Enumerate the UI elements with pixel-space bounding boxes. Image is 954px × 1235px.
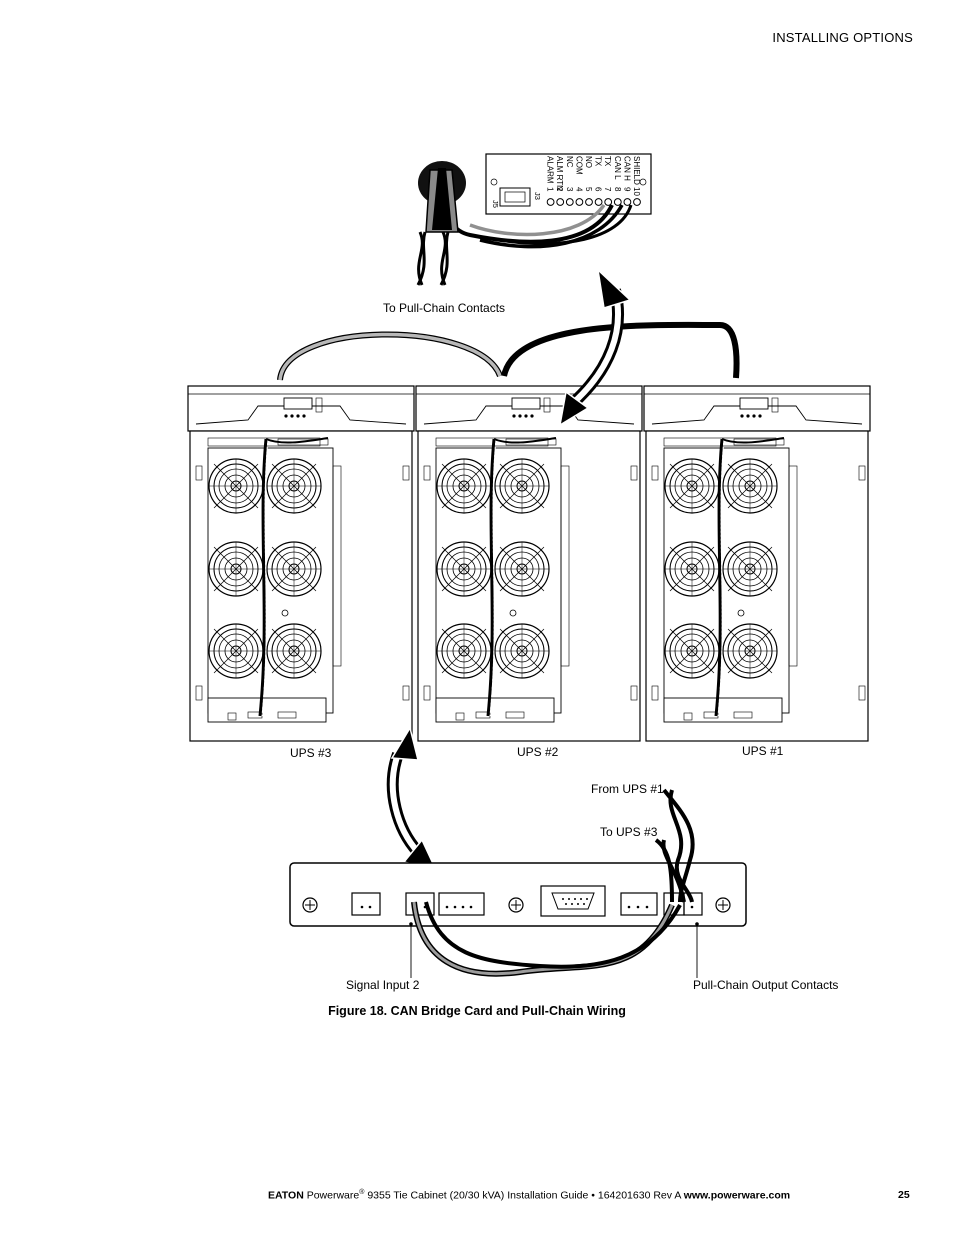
terminal-pin-number: 4 — [574, 187, 583, 192]
lower-double-arrow — [386, 726, 438, 872]
footer: EATON Powerware® 9355 Tie Cabinet (20/30… — [268, 1189, 790, 1202]
terminal-pin — [585, 198, 593, 206]
label-ups3: UPS #3 — [290, 746, 332, 760]
label-to-ups3: To UPS #3 — [600, 825, 658, 839]
upper-double-arrow — [558, 267, 632, 427]
footer-title: 9355 Tie Cabinet (20/30 kVA) Installatio… — [364, 1189, 684, 1202]
footer-brand: EATON — [268, 1189, 304, 1202]
terminal-pin — [565, 198, 574, 206]
terminal-pin-number: 3 — [565, 187, 574, 192]
terminal-pin — [575, 198, 584, 206]
terminal-pin-label: SHIELD — [632, 156, 641, 185]
terminal-pin-label: COM — [574, 156, 583, 175]
terminal-pin-number: 2 — [555, 187, 564, 192]
can-cable-gray — [277, 331, 503, 381]
terminal-pin-label: TX — [594, 156, 603, 167]
terminal-pin-number: 9 — [622, 187, 631, 192]
terminal-pin-label: ALARM — [546, 156, 555, 184]
figure-caption: Figure 18. CAN Bridge Card and Pull-Chai… — [328, 1004, 626, 1018]
terminal-pin-number: 5 — [584, 187, 593, 192]
label-from-ups1: From UPS #1 — [591, 782, 664, 796]
terminal-pin-number: 10 — [632, 187, 641, 196]
page-number: 25 — [898, 1189, 910, 1201]
terminal-pin — [623, 198, 632, 206]
ups-2-cabinet — [416, 386, 642, 741]
section-header: INSTALLING OPTIONS — [772, 30, 913, 45]
terminal-pin-number: 8 — [613, 187, 622, 192]
terminal-pin-number: 7 — [603, 187, 612, 192]
terminal-pin — [556, 198, 565, 206]
label-pull-chain-contacts: To Pull-Chain Contacts — [383, 301, 506, 315]
terminal-pin-label: ALM RTN — [555, 156, 564, 191]
terminal-pin-label: NO — [584, 156, 593, 168]
ups-1-cabinet — [644, 386, 870, 741]
footer-product: Powerware — [306, 1189, 360, 1202]
footer-reg: ® — [359, 1189, 365, 1196]
j3-label: J3 — [533, 192, 542, 200]
j5-label: J5 — [491, 200, 500, 208]
terminal-pin-label: CAN L — [613, 156, 622, 180]
terminal-pin — [594, 198, 603, 206]
terminal-pin-label: NC — [565, 156, 574, 168]
terminal-pin — [613, 198, 622, 206]
label-signal-input: Signal Input 2 — [346, 978, 420, 992]
ups-3-cabinet — [188, 386, 414, 741]
terminal-pin-label: CAN H — [622, 156, 631, 181]
terminal-pin — [546, 198, 555, 206]
terminal-pin — [604, 198, 613, 206]
can-bridge-card — [289, 862, 747, 927]
terminal-pin-label: TX — [603, 156, 612, 167]
label-ups2: UPS #2 — [517, 745, 559, 759]
can-cable-black — [501, 321, 740, 379]
label-ups1: UPS #1 — [742, 744, 784, 758]
terminal-pin — [633, 198, 641, 206]
terminal-pin-number: 6 — [594, 187, 603, 192]
label-pull-chain-output: Pull-Chain Output Contacts — [693, 978, 839, 992]
terminal-pin-number: 1 — [546, 187, 555, 192]
footer-url: www.powerware.com — [683, 1189, 791, 1202]
